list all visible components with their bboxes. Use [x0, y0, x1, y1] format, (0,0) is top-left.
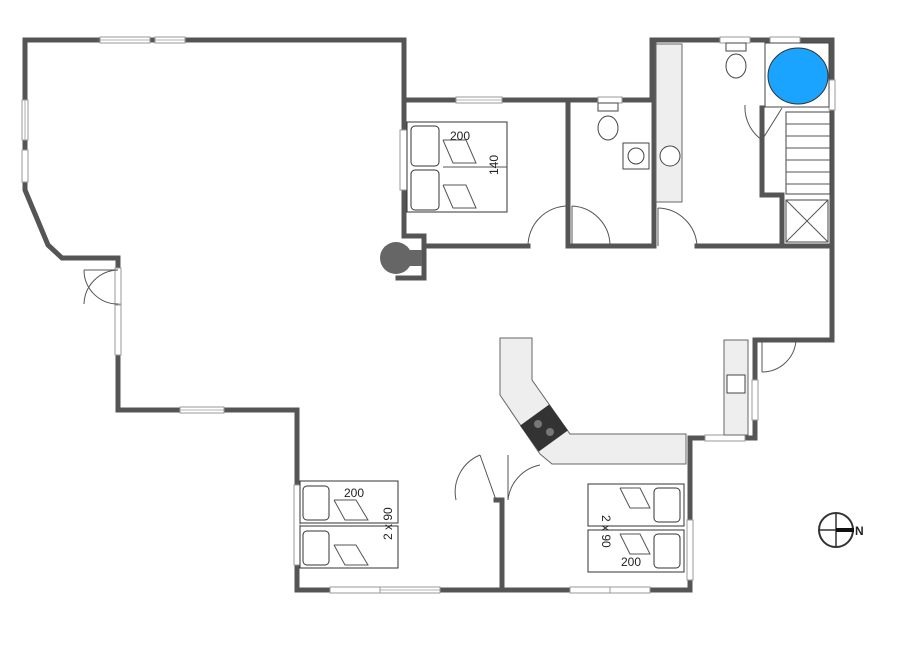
stove — [520, 404, 568, 452]
window — [769, 36, 801, 44]
window — [719, 36, 751, 44]
window — [597, 96, 623, 104]
toilet-bowl — [725, 53, 747, 79]
compass-north-label: N — [855, 524, 864, 538]
utility-sink — [726, 374, 746, 394]
window — [21, 149, 29, 183]
toilet-tank — [597, 102, 619, 112]
toilet-tank — [725, 42, 747, 52]
compass: N — [818, 512, 864, 548]
sauna-benches — [785, 111, 831, 195]
window — [329, 586, 381, 594]
kitchen — [499, 337, 749, 465]
bed-length-label: 200 — [450, 129, 470, 143]
window — [704, 434, 746, 442]
window — [569, 586, 611, 594]
bed-length-label: 200 — [621, 555, 641, 569]
toilet-bowl — [597, 115, 619, 141]
wc — [597, 102, 650, 170]
shower-room — [655, 43, 683, 203]
bed-length-label: 200 — [344, 486, 364, 500]
window — [114, 304, 122, 356]
bath-counter — [655, 43, 683, 203]
window — [609, 586, 651, 594]
window — [293, 484, 301, 566]
bathtub — [767, 47, 829, 105]
sw-beds: 200 2 x 90 — [299, 480, 399, 569]
window — [686, 519, 694, 581]
se-beds: 2 x 90 200 — [587, 483, 685, 573]
window — [828, 79, 836, 111]
bathroom — [725, 42, 831, 243]
kitchen-counter — [499, 337, 687, 465]
window — [751, 379, 759, 421]
bed-width-label: 140 — [487, 155, 501, 175]
bed-width-label: 2 x 90 — [599, 515, 613, 548]
bed-width-label: 2 x 90 — [381, 507, 395, 540]
windows — [21, 36, 836, 594]
doors — [83, 104, 797, 593]
master-bed: 200 140 — [406, 121, 508, 213]
wood-stove — [380, 242, 422, 274]
